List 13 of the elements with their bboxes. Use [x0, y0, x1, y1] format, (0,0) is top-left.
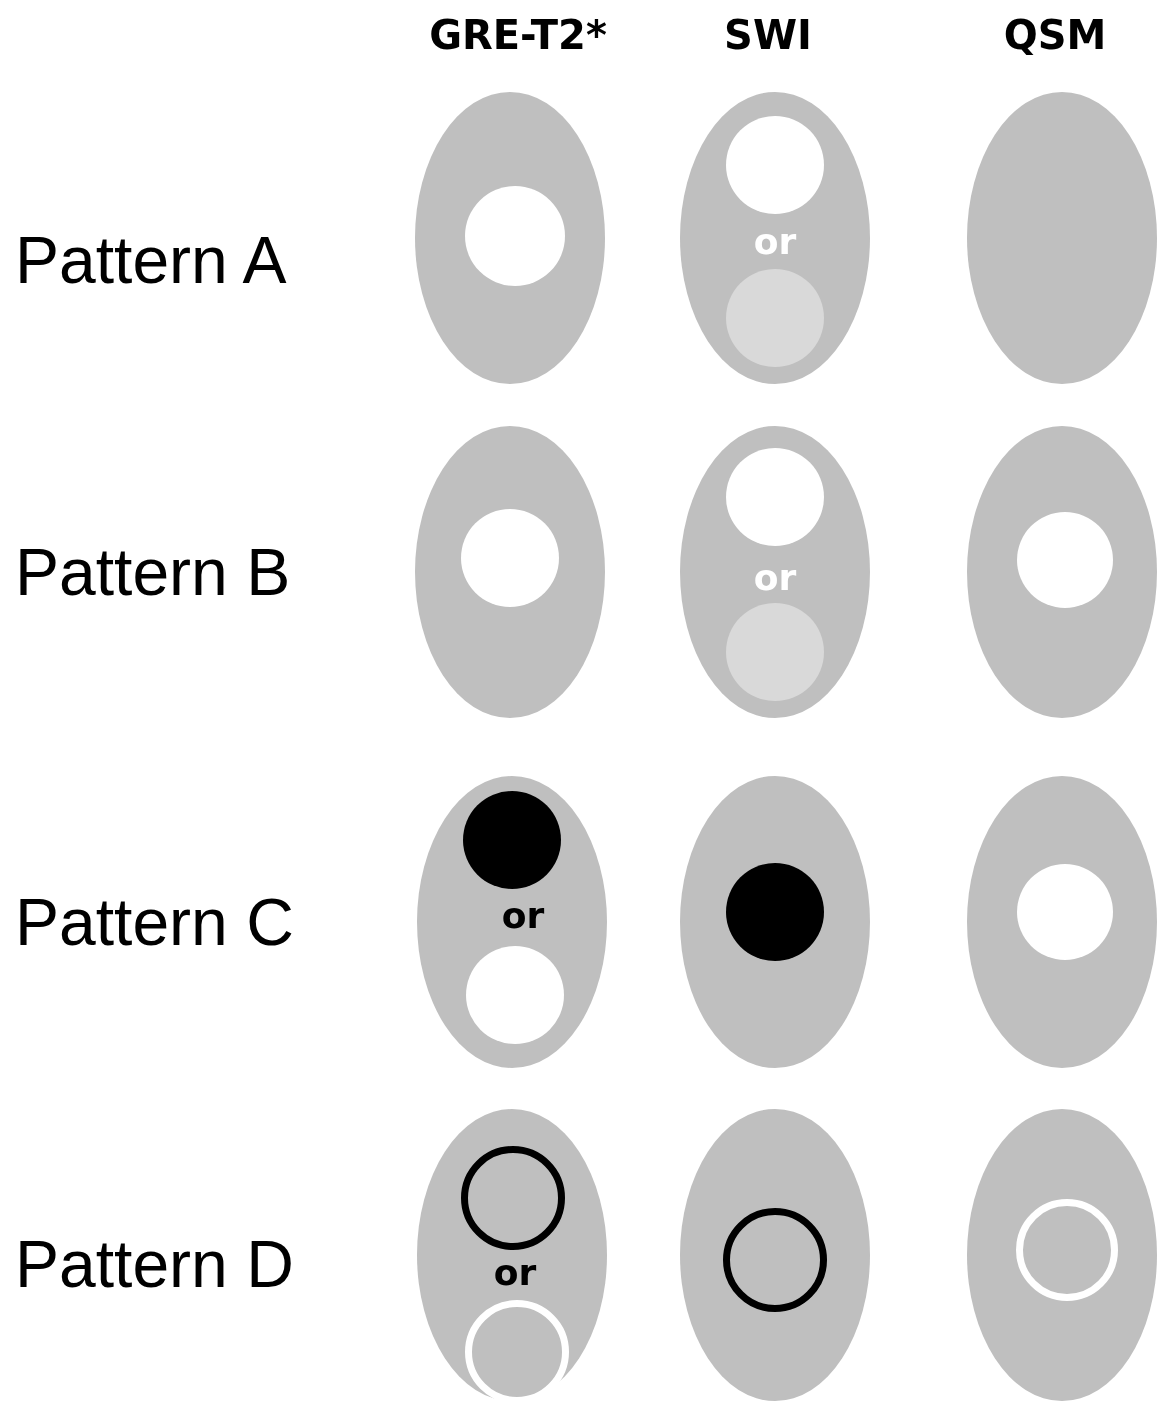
row-label: Pattern D: [15, 1226, 294, 1302]
row-label: Pattern C: [15, 884, 294, 960]
or-text: or: [753, 560, 797, 596]
row-label: Pattern B: [15, 534, 291, 610]
or-text: or: [501, 898, 545, 934]
or-text: or: [753, 224, 797, 260]
column-header: SWI: [724, 12, 812, 58]
ring-mark: [723, 1208, 827, 1312]
column-header: QSM: [1003, 12, 1107, 58]
ring-mark: [461, 1146, 565, 1250]
column-header: GRE-T2*: [429, 12, 607, 58]
or-text: or: [493, 1255, 537, 1291]
row-label: Pattern A: [15, 222, 287, 298]
